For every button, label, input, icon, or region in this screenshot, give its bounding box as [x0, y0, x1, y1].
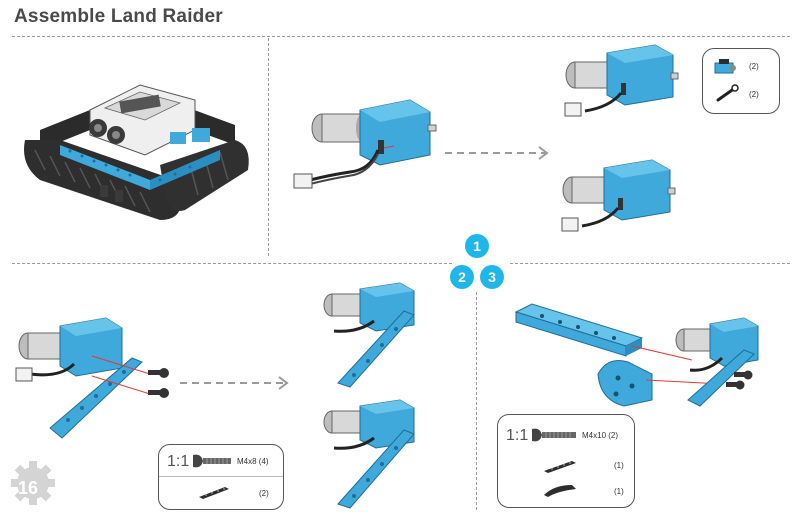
- m4x10-screw-label: M4x10 (2): [582, 431, 619, 440]
- bracket-part-quantity: (1): [614, 487, 624, 496]
- beam-quantity: (1): [614, 461, 624, 470]
- page-title: Assemble Land Raider: [14, 6, 223, 27]
- bracket-part-icon: [544, 485, 576, 497]
- step3-parts-box: 1:1 M4x10 (2) (1) (1): [497, 414, 635, 508]
- wrench-icon: [716, 84, 739, 102]
- step3-beam-motor-assembly: [514, 303, 759, 407]
- bracket-quantity: (2): [749, 62, 759, 71]
- step-badge-1: 1: [465, 234, 489, 258]
- m4x10-screw-icon: [532, 428, 576, 442]
- step1-result-motor-bottom: [561, 159, 676, 232]
- scale-ratio: 1:1: [506, 427, 529, 444]
- middle-divider-right: [510, 263, 790, 264]
- m4x8-screw-label: M4x8 (4): [237, 457, 269, 466]
- page-number-gear-icon: [11, 461, 55, 505]
- step2-result-motor-bottom: [323, 399, 415, 509]
- step1-result-motor-top: [564, 44, 679, 117]
- step1-progress-arrow: [445, 146, 549, 160]
- step1-parts-box: (2) (2): [702, 48, 780, 114]
- step-badge-3: 3: [480, 265, 504, 289]
- wrench-quantity: (2): [749, 90, 759, 99]
- motor-bracket-icon: [714, 59, 736, 74]
- step2-motor-plate-assembly: [15, 317, 169, 439]
- top-left-divider: [268, 38, 269, 256]
- parts-box-divider: [159, 476, 283, 477]
- middle-divider-left: [12, 263, 452, 264]
- header-divider: [12, 36, 790, 37]
- step2-result-motor-top: [323, 282, 415, 388]
- plate-quantity: (2): [259, 489, 269, 498]
- step1-motor-with-cable: [293, 99, 437, 189]
- scale-ratio: 1:1: [167, 453, 190, 470]
- m4x8-screw-icon: [193, 454, 231, 468]
- step2-progress-arrow: [180, 376, 289, 390]
- plate-part-icon: [199, 487, 229, 499]
- land-raider-robot-illustration: [24, 84, 249, 220]
- bottom-center-divider: [476, 292, 477, 510]
- beam-part-icon: [544, 461, 576, 473]
- page-number: 16: [18, 478, 39, 498]
- step-badge-2: 2: [450, 265, 474, 289]
- step2-parts-box: 1:1 M4x8 (4) (2): [158, 444, 284, 510]
